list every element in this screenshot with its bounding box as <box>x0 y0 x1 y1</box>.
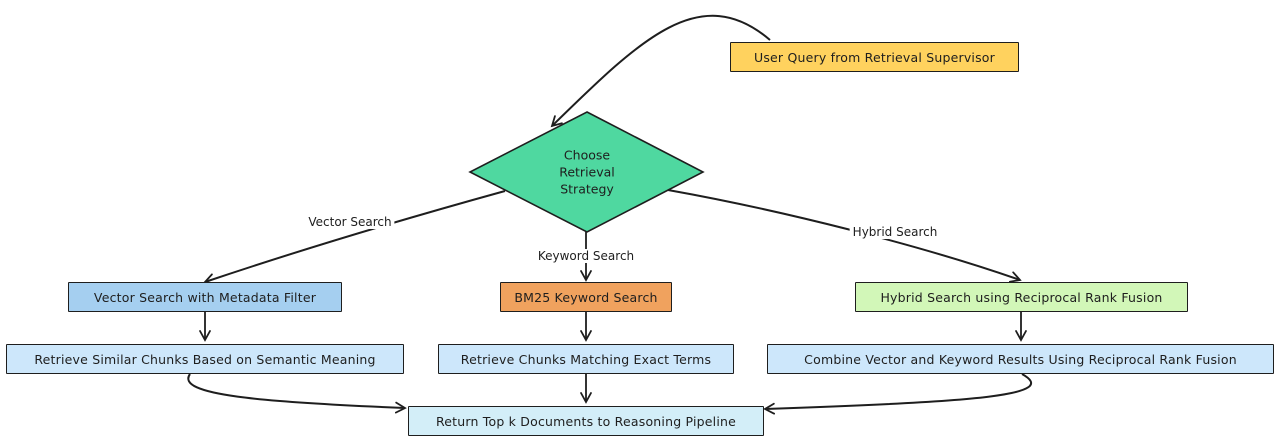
edge-decision-to-hybrid <box>667 189 1022 283</box>
node-bm25-search: BM25 Keyword Search <box>500 282 672 312</box>
edge-label-vector-search: Vector Search <box>305 215 395 229</box>
decision-label-line-2: Retrieval <box>559 164 615 180</box>
node-retrieve-similar: Retrieve Similar Chunks Based on Semanti… <box>6 344 404 374</box>
decision-label-line-1: Choose <box>563 147 611 163</box>
node-vector-search: Vector Search with Metadata Filter <box>68 282 342 312</box>
node-combine-results: Combine Vector and Keyword Results Using… <box>767 344 1274 374</box>
edge-decision-to-vector <box>203 190 506 285</box>
decision-label-line-3: Strategy <box>560 181 614 197</box>
node-return-top-k: Return Top k Documents to Reasoning Pipe… <box>408 406 764 436</box>
decision-label: Choose Retrieval Strategy <box>532 147 642 198</box>
decision-diamond <box>468 111 705 233</box>
node-user-query: User Query from Retrieval Supervisor <box>730 42 1019 72</box>
edge-query-to-decision <box>550 14 771 128</box>
edge-label-keyword-search: Keyword Search <box>534 249 638 263</box>
node-retrieve-exact: Retrieve Chunks Matching Exact Terms <box>438 344 734 374</box>
edge-label-hybrid-search: Hybrid Search <box>849 225 941 239</box>
node-hybrid-search: Hybrid Search using Reciprocal Rank Fusi… <box>855 282 1188 312</box>
edge-combine-to-return <box>763 373 1033 415</box>
edge-similar-to-return <box>187 373 407 414</box>
